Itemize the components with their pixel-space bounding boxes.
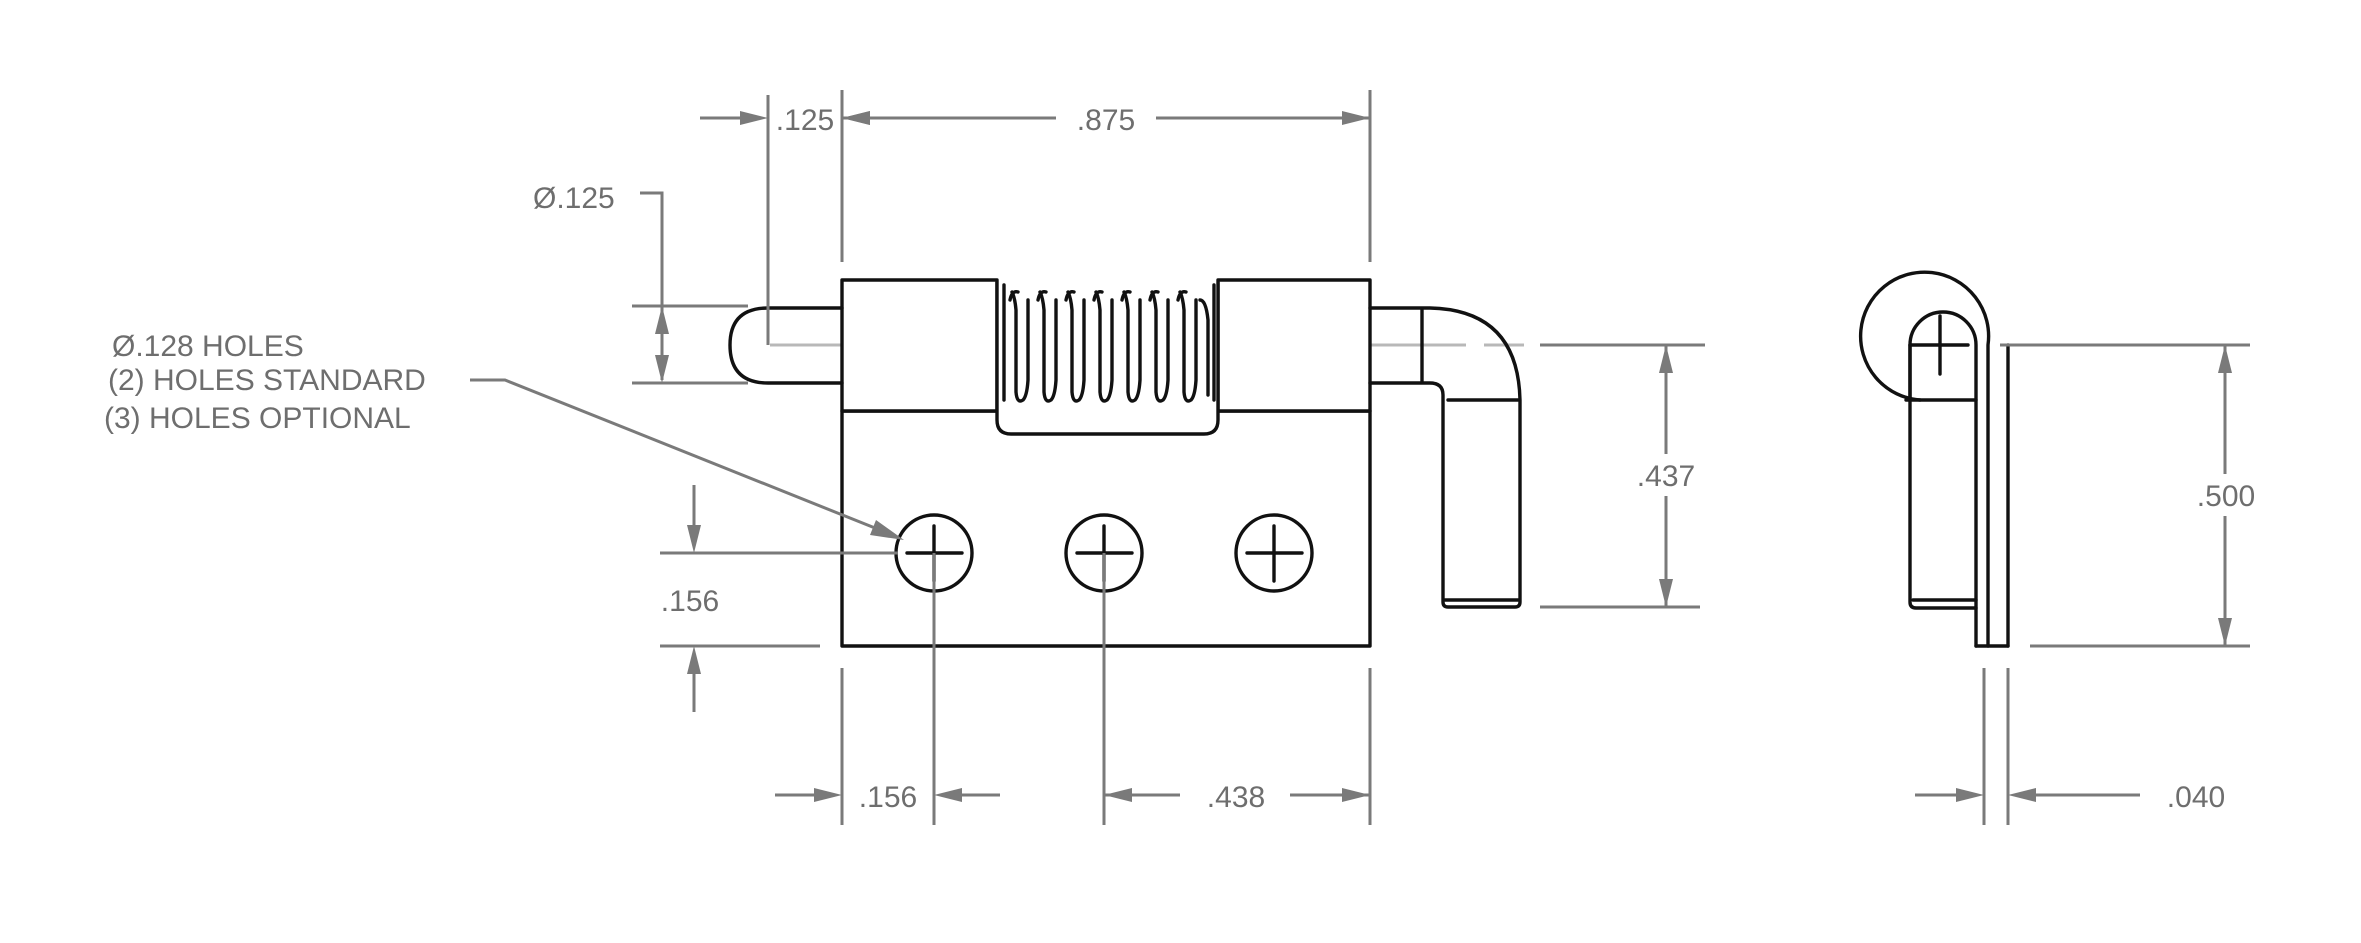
side-knuckle-inner (1908, 310, 1978, 648)
side-pin-crosshair (1908, 314, 1970, 376)
dim-bottom-left-label: .156 (859, 781, 917, 814)
hole-spec-line3: (3) HOLES OPTIONAL (104, 402, 411, 435)
side-leaf (1908, 343, 1978, 610)
dim-top-width: .875 (842, 98, 1370, 138)
dim-bottom-right: .438 (1104, 781, 1370, 814)
dim-top-width-label: .875 (1077, 104, 1135, 137)
left-pin (728, 306, 844, 385)
left-knuckle (840, 278, 999, 413)
right-pin-handle (1368, 306, 1522, 609)
dim-handle-height-label: .437 (1637, 460, 1695, 493)
side-view: .500 .040 (1858, 270, 2264, 825)
hole-spec-line2: (2) HOLES STANDARD (108, 364, 426, 397)
dim-handle-height: .437 (1540, 343, 1705, 609)
dim-hole-height-label: .156 (661, 585, 719, 618)
dim-bottom-right-label: .438 (1207, 781, 1265, 814)
spring-coils (1002, 283, 1216, 403)
front-view: .125 .875 Ø.125 Ø.128 HOLES (2) HOLES ST… (104, 90, 1705, 825)
dim-top-left-label: .125 (776, 104, 834, 137)
hinge-plate (840, 409, 1372, 648)
dim-pin-diameter: Ø.125 (533, 182, 748, 385)
dim-side-thickness-label: .040 (2167, 781, 2225, 814)
hole-spec-line1: Ø.128 HOLES (112, 330, 304, 363)
dim-side-height-label: .500 (2197, 480, 2255, 513)
dim-hole-height: .156 (660, 485, 898, 712)
side-knuckle-outer (1858, 270, 1991, 648)
dim-side-height: .500 (2000, 343, 2264, 648)
dim-bottom-left: .156 (775, 781, 1000, 814)
dim-side-thickness: .040 (1915, 668, 2225, 825)
mounting-hole-3 (1234, 513, 1314, 593)
right-knuckle (1216, 278, 1372, 413)
hole-spec-note: Ø.128 HOLES (2) HOLES STANDARD (3) HOLES… (104, 330, 904, 540)
pin-diameter-label: Ø.125 (533, 182, 615, 215)
